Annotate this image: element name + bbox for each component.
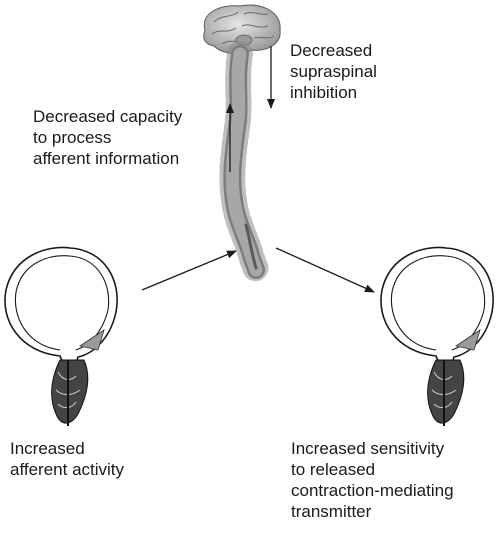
label-decreased-capacity: Decreased capacity to process afferent i…: [33, 107, 183, 168]
bladder-illustration-right: [380, 246, 494, 426]
label-increased-afferent-activity: Increased afferent activity: [10, 439, 125, 479]
brain-icon: [203, 4, 281, 54]
arrow-spine-to-bladder: [275, 247, 375, 293]
label-decreased-supraspinal-inhibition: Decreased supraspinal inhibition: [290, 41, 377, 102]
arrow-bladder-to-spine: [141, 250, 237, 291]
bladder-illustration-left: [4, 246, 118, 426]
label-increased-sensitivity: Increased sensitivity to released contra…: [291, 439, 454, 521]
brain-spinal-cord-illustration: [203, 4, 281, 283]
spinal-column-icon: [219, 41, 269, 283]
